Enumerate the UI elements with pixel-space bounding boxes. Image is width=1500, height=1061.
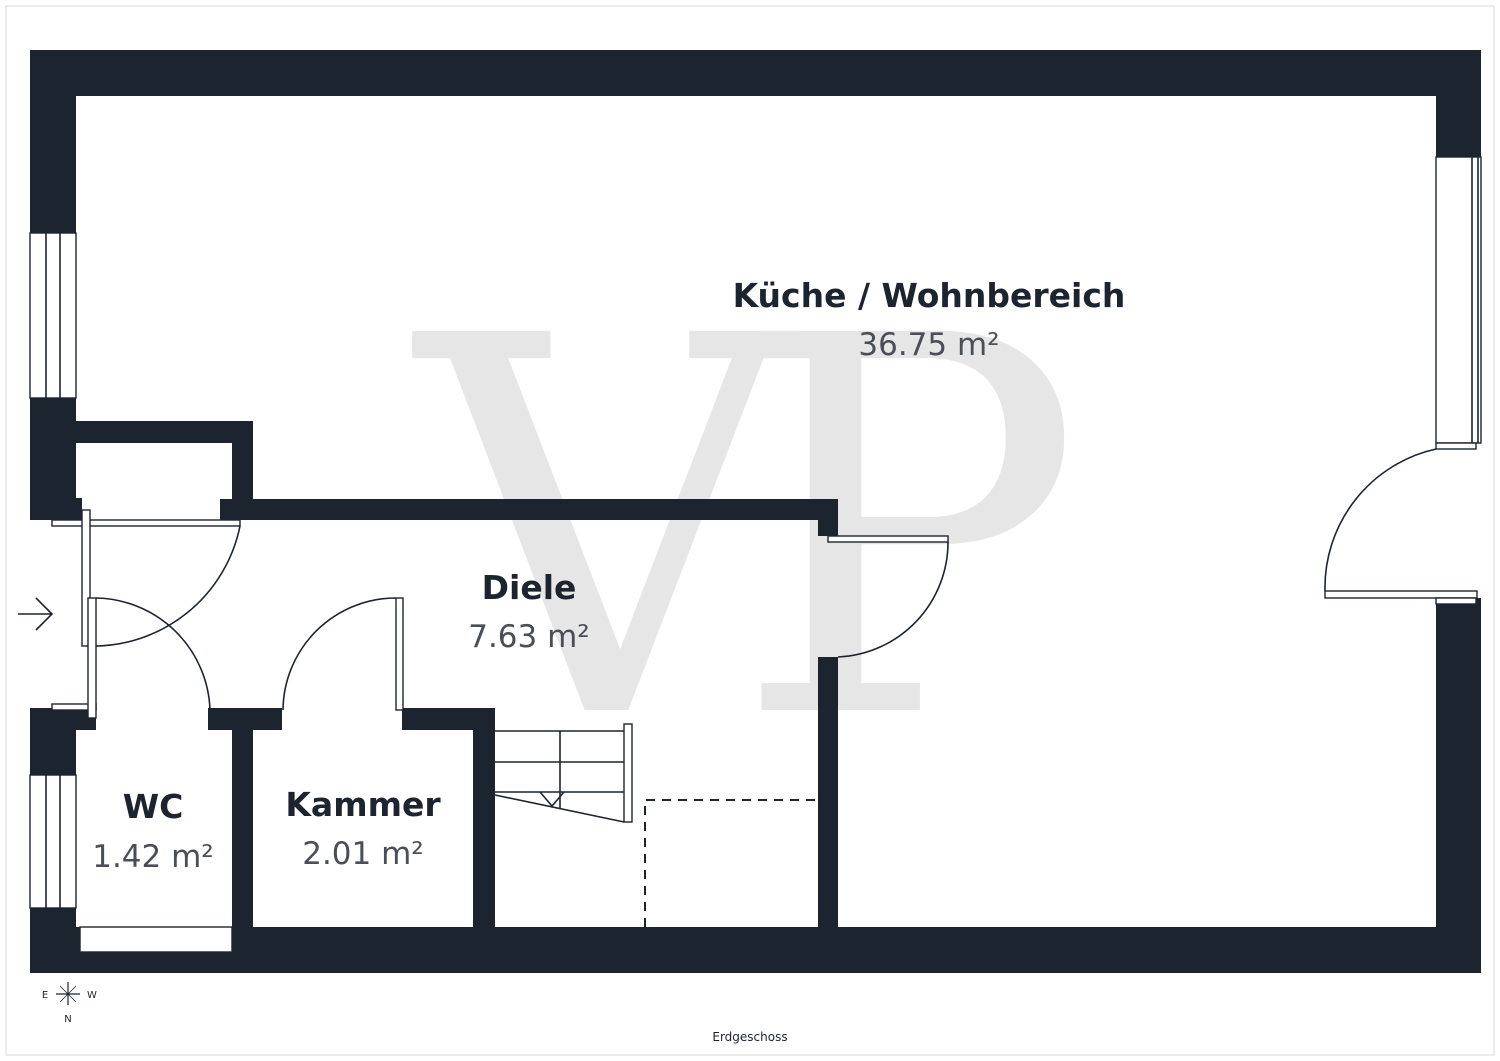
wall-closet-stub	[30, 498, 82, 520]
wall-top	[30, 50, 1481, 96]
wall-kammer-top	[402, 708, 495, 730]
wall-right-upper	[1436, 50, 1481, 157]
room-name-kitchen: Küche / Wohnbereich	[733, 276, 1126, 315]
room-area-storage: 2.01 m²	[302, 836, 424, 872]
wall-closet-right	[232, 421, 253, 520]
room-name-storage: Kammer	[285, 785, 441, 824]
compass-east: E	[42, 990, 48, 1001]
room-area-kitchen: 36.75 m²	[858, 327, 999, 363]
terrace-door-sill	[1435, 597, 1477, 605]
entrance-door-swing-2	[95, 597, 211, 711]
kitchen-door-swing	[837, 541, 949, 658]
wall-hall-kitchen	[818, 657, 838, 973]
window-left-upper	[29, 232, 77, 399]
entrance-arrow-icon	[18, 597, 54, 631]
wall-right-lower	[1436, 598, 1481, 973]
room-area-hall: 7.63 m²	[468, 619, 590, 655]
kitchen-door-frame	[827, 535, 949, 543]
windows	[29, 156, 1482, 953]
compass-north: N	[64, 1014, 71, 1025]
kammer-door-swing	[282, 597, 397, 711]
wall-closet-top	[30, 421, 253, 443]
room-name-wc: WC	[123, 787, 184, 826]
wall-bottom	[30, 927, 1481, 973]
window-bottom	[79, 926, 233, 953]
wall-hall-top-end	[818, 499, 838, 536]
staircase	[494, 723, 818, 927]
terrace-door-swing	[1324, 448, 1437, 592]
compass-south: S	[65, 966, 71, 976]
kammer-door-leaf	[395, 597, 404, 711]
entrance-door-leaf-2	[87, 597, 97, 719]
wall-hall-top	[220, 499, 838, 520]
wall-left-upper	[30, 50, 76, 233]
compass-west: W	[87, 990, 97, 1001]
room-name-hall: Diele	[482, 568, 577, 607]
entrance-door-swing	[89, 525, 241, 647]
stair-rail	[623, 723, 633, 823]
walls	[30, 50, 1481, 973]
terrace-door-frame	[1324, 590, 1478, 599]
entrance-door-leaf	[81, 509, 91, 647]
wall-wc-top-left	[30, 708, 96, 730]
window-right	[1435, 156, 1482, 444]
terrace-door-frame-2	[1435, 442, 1477, 450]
wall-kammer-right	[473, 708, 495, 973]
room-area-wc: 1.42 m²	[92, 839, 214, 875]
doors	[51, 442, 1478, 719]
wall-left-bottom	[30, 908, 76, 973]
window-left-lower	[29, 774, 77, 909]
wall-wc-kammer	[232, 708, 253, 973]
floor-label: Erdgeschoss	[712, 1030, 787, 1044]
watermark-logo: VP	[409, 227, 1066, 833]
compass-icon: S E W N	[42, 966, 97, 1025]
entrance-frame-top	[51, 519, 241, 527]
stair-outline-dashed	[644, 799, 818, 927]
page-border	[5, 5, 1495, 1056]
